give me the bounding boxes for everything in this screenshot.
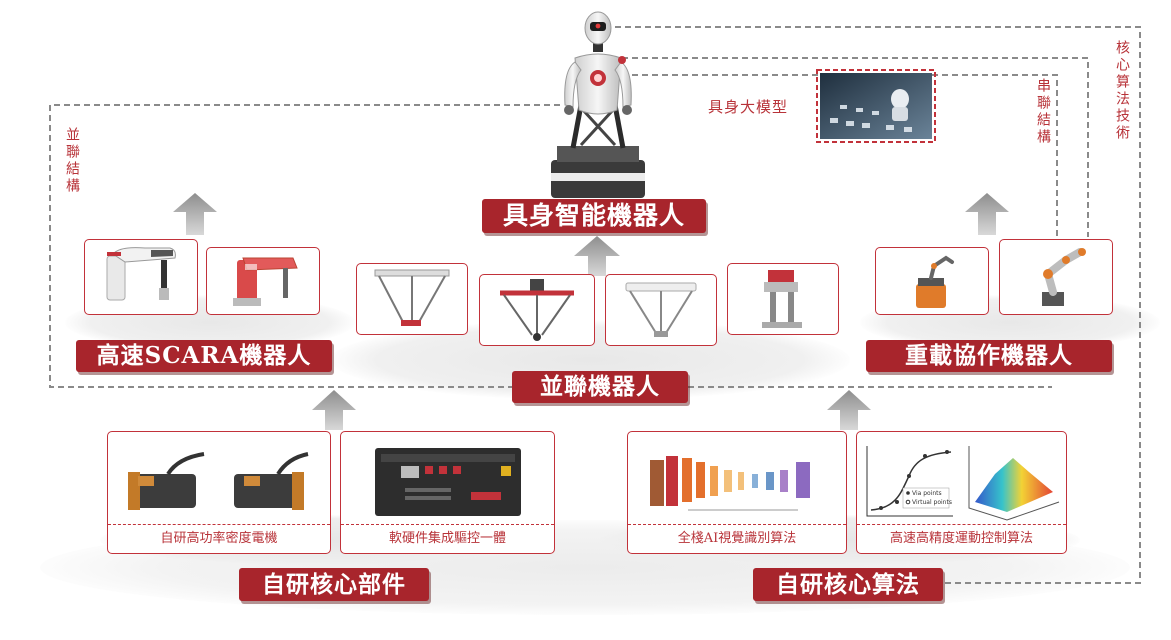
cobot-banner: 重載協作機器人 bbox=[866, 340, 1112, 372]
servo-motor-icon bbox=[128, 452, 309, 510]
heavy-cobot-icon bbox=[1042, 248, 1086, 306]
motion-control-graphs-icon: Via points Virtual points bbox=[866, 446, 1060, 521]
cobot-on-cart-icon bbox=[916, 255, 954, 308]
delta-robot-red-icon bbox=[500, 279, 574, 341]
parallel-structure-label: 並聯結構 bbox=[64, 127, 80, 195]
controller-caption: 軟硬件集成驅控一體 bbox=[341, 524, 554, 553]
embodied-model-image bbox=[820, 73, 932, 139]
controller-card: 軟硬件集成驅控一體 bbox=[340, 431, 555, 554]
parallel-robot-frame-icon bbox=[762, 270, 802, 328]
scara-banner: 高速SCARA機器人 bbox=[76, 340, 332, 372]
core-algorithm-tech-label: 核心算法技術 bbox=[1114, 40, 1130, 142]
motion-caption: 高速高精度運動控制算法 bbox=[857, 524, 1066, 553]
title-banner: 具身智能機器人 bbox=[482, 199, 706, 233]
virtual-points-legend: Virtual points bbox=[912, 499, 952, 506]
motion-algorithm-card: Via points Virtual points 高速高精度運動控制算法 bbox=[856, 431, 1067, 554]
scara-robot-red-icon bbox=[233, 257, 298, 306]
humanoid-robot-image bbox=[551, 11, 645, 198]
motor-card: 自研高功率密度電機 bbox=[107, 431, 331, 554]
vision-algorithm-card: 全棧AI視覺識別算法 bbox=[627, 431, 847, 554]
parallel-robot-card-4 bbox=[727, 263, 839, 335]
serial-structure-label: 串聯結構 bbox=[1035, 78, 1051, 146]
parallel-robot-card-1 bbox=[356, 263, 468, 335]
parallel-banner: 並聯機器人 bbox=[512, 371, 688, 403]
scara-robot-card-1 bbox=[84, 239, 198, 315]
cobot-card-1 bbox=[875, 247, 989, 315]
neural-network-icon bbox=[650, 456, 810, 511]
core-components-banner: 自研核心部件 bbox=[239, 568, 429, 601]
scara-robot-white-icon bbox=[106, 247, 176, 301]
scara-robot-card-2 bbox=[206, 247, 320, 315]
up-arrow-icon bbox=[827, 390, 871, 430]
delta-robot-icon bbox=[374, 269, 450, 326]
up-arrow-icon bbox=[574, 236, 620, 276]
motor-caption: 自研高功率密度電機 bbox=[108, 524, 330, 553]
parallel-robot-card-2 bbox=[479, 274, 595, 346]
embodied-model-label: 具身大模型 bbox=[708, 98, 789, 116]
drive-controller-icon bbox=[375, 448, 521, 516]
parallel-robot-card-3 bbox=[605, 274, 717, 346]
core-algorithms-banner: 自研核心算法 bbox=[753, 568, 943, 601]
up-arrow-icon bbox=[965, 193, 1009, 235]
cobot-card-2 bbox=[999, 239, 1113, 315]
via-points-legend: Via points bbox=[912, 490, 942, 497]
delta-robot-white-icon bbox=[625, 282, 697, 337]
up-arrow-icon bbox=[312, 390, 356, 430]
vision-caption: 全棧AI視覺識別算法 bbox=[628, 524, 846, 553]
up-arrow-icon bbox=[173, 193, 217, 235]
